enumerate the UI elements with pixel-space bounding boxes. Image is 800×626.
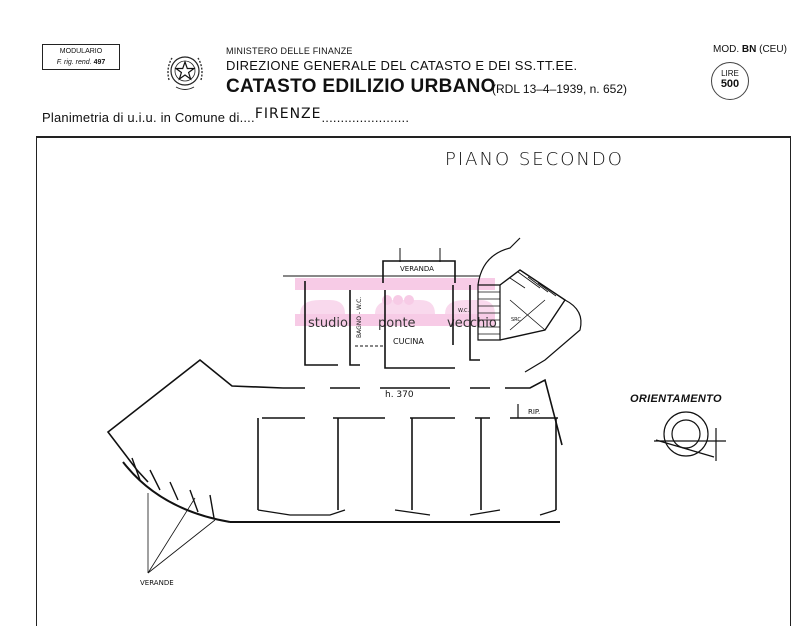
orientation-label: ORIENTAMENTO — [630, 393, 722, 405]
law-reference: (RDL 13–4–1939, n. 652) — [492, 82, 627, 96]
dots: ....................... — [321, 110, 410, 125]
compass-rose-icon — [654, 411, 726, 461]
verande-label: VERANDE — [140, 579, 174, 587]
direction-name: DIREZIONE GENERALE DEL CATASTO E DEI SS.… — [226, 58, 578, 73]
italian-republic-emblem-icon — [167, 56, 203, 90]
stamp-lire: LIRE 500 — [711, 62, 749, 100]
drawing-frame — [36, 136, 791, 626]
stamp-label: LIRE — [721, 69, 739, 78]
room-label-bagno: BAGNO - W.C. — [356, 297, 363, 338]
modulario-ref: F. rig. rend. 497 — [56, 59, 106, 66]
modulario-label: MODULARIO — [59, 48, 103, 55]
watermark-word: vecchio — [447, 316, 497, 331]
model-code: MOD. BN (CEU) — [713, 44, 787, 55]
walls — [106, 237, 582, 574]
floor-title: PIANO SECONDO — [445, 149, 624, 170]
ministry-name: MINISTERO DELLE FINANZE — [226, 46, 353, 56]
dots: .... — [239, 110, 255, 125]
room-label-scala: SRC — [511, 317, 521, 323]
watermark-word: studio — [308, 316, 348, 331]
ceiling-height: h. 370 — [385, 390, 414, 400]
stamp-value: 500 — [720, 78, 740, 90]
document-title: CATASTO EDILIZIO URBANO — [226, 76, 496, 97]
comune-value: FIRENZE — [254, 106, 322, 122]
room-label-rip: RIP. — [528, 408, 540, 416]
room-label-wc: W.C. — [458, 308, 469, 314]
modulario-box: MODULARIO F. rig. rend. 497 — [42, 44, 120, 70]
room-label-veranda: VERANDA — [400, 265, 434, 273]
planimetria-line: Planimetria di u.i.u. in Comune di....FI… — [42, 106, 410, 126]
watermark-word: ponte — [378, 316, 416, 331]
watermark: studio ponte vecchio — [295, 278, 497, 331]
planimetria-label: Planimetria di u.i.u. in Comune di — [42, 110, 240, 125]
room-label-cucina: CUCINA — [393, 337, 424, 346]
